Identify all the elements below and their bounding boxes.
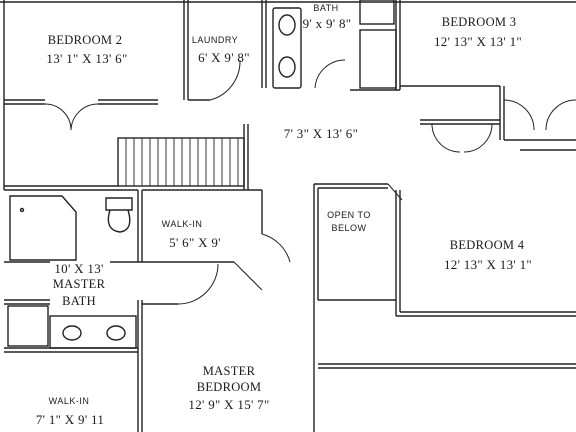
shower-lower — [7, 305, 49, 347]
wall — [499, 86, 505, 140]
open-to-below-line2: BELOW — [331, 223, 367, 233]
sink-bowl — [106, 325, 126, 341]
walk-in-lower-dims: 7' 1" X 9' 11 — [35, 412, 105, 427]
bedroom-3-dims: 12' 13" X 13' 1" — [434, 34, 522, 49]
wall — [396, 311, 576, 317]
walk-in-lower-name: WALK-IN — [48, 396, 90, 406]
bedroom-3-name: BEDROOM 3 — [441, 15, 517, 29]
sink-bowl — [278, 56, 296, 78]
sink-bowl — [62, 325, 82, 341]
walk-in-upper-name: WALK-IN — [161, 219, 203, 229]
tub — [359, 0, 395, 25]
bedroom-2-name: BEDROOM 2 — [47, 33, 123, 47]
wall — [313, 184, 319, 432]
master-bath-line1: MASTER — [52, 277, 106, 291]
door-swing — [209, 59, 241, 101]
wall — [395, 0, 401, 90]
door-swing — [503, 99, 576, 131]
sink — [272, 7, 302, 89]
walk-in-upper-dims: 5' 6" X 9' — [169, 235, 221, 250]
wall — [243, 124, 249, 190]
door-swing — [177, 263, 219, 305]
shower — [9, 195, 77, 261]
bedroom-2-dims: 13' 1" X 13' 6" — [46, 51, 128, 66]
wall — [261, 0, 267, 88]
sink-bowl — [278, 14, 296, 36]
stair — [117, 137, 245, 187]
door-swing — [314, 59, 346, 89]
master-bath-dims: 10' X 13' — [54, 261, 104, 276]
shower — [359, 29, 397, 89]
wall — [4, 299, 50, 305]
open-to-below-line1: OPEN TO — [327, 210, 371, 220]
master-bedroom-line2: BEDROOM — [196, 380, 262, 394]
drain — [19, 207, 25, 213]
master-bedroom-line1: MASTER — [202, 364, 256, 378]
wall — [4, 347, 138, 353]
door-swing — [44, 103, 99, 131]
master-bedroom-dims: 12' 9" X 15' 7" — [188, 397, 270, 412]
wall — [98, 99, 158, 105]
wall — [4, 99, 45, 105]
hall-dims: 7' 3" X 13' 6" — [283, 126, 359, 141]
wall — [420, 119, 500, 125]
laundry-dims: 6' X 9' 8" — [198, 50, 250, 65]
door-swing — [431, 123, 493, 153]
wall — [137, 300, 143, 432]
bedroom-4-name: BEDROOM 4 — [449, 238, 525, 252]
bath-dims: 9' x 9' 8" — [302, 16, 352, 31]
wall — [137, 190, 143, 262]
wall — [318, 363, 576, 369]
wall — [395, 190, 401, 316]
laundry-name: LAUNDRY — [191, 35, 239, 45]
toilet — [105, 197, 133, 233]
wall — [314, 183, 388, 189]
master-bath-line2: BATH — [62, 294, 96, 308]
bedroom-4-dims: 12' 13" X 13' 1" — [444, 257, 532, 272]
bath-name: BATH — [313, 3, 339, 13]
door-swing — [233, 233, 291, 291]
